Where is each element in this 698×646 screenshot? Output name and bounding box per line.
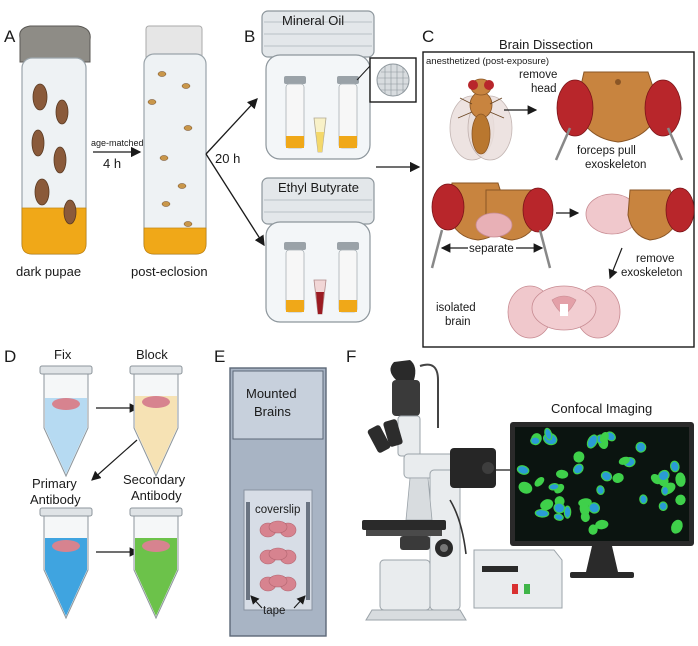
- fluorescent-cell: [544, 427, 553, 441]
- eclosion-label: post-eclosion: [131, 264, 208, 279]
- fluorescent-cell: [599, 432, 609, 443]
- fluorescent-cell: [556, 469, 569, 479]
- eclosion-tube: [143, 25, 207, 255]
- fluorescent-cell: [658, 501, 668, 511]
- panel-label-c: C: [422, 27, 434, 46]
- fluorescent-cell: [563, 505, 572, 519]
- fluorescent-cell: [580, 511, 590, 523]
- isolated-brain: [507, 285, 621, 339]
- fluorescent-cell: [518, 481, 533, 494]
- secondary-tube: [129, 507, 183, 620]
- block-to-primary-arrow: [91, 439, 138, 481]
- fluorescent-cell: [586, 434, 599, 449]
- mineral-oil-jar: [261, 10, 375, 160]
- fluorescent-cell: [671, 519, 683, 534]
- fluorescent-cell: [553, 513, 564, 521]
- primary-tube: [39, 507, 93, 620]
- tape-arrow-right: [293, 595, 306, 609]
- pupa: [53, 146, 67, 174]
- secondary-line1: Secondary: [123, 472, 186, 487]
- separate-label: separate: [469, 243, 514, 255]
- fluorescent-cell: [534, 508, 550, 518]
- controller-box: [449, 499, 563, 609]
- fluorescent-cell: [675, 472, 686, 487]
- remove-exo-line2: exoskeleton: [621, 267, 682, 279]
- fluorescent-cell: [657, 469, 670, 482]
- age-matched-label: age-matched: [91, 138, 144, 148]
- tape-arrow-left: [250, 595, 263, 609]
- panel-label-f: F: [346, 347, 356, 366]
- coverslip-label: coverslip: [255, 504, 300, 516]
- fly-head: [554, 71, 684, 161]
- fluorescent-cell: [553, 502, 566, 514]
- isolated-line2: brain: [445, 316, 471, 328]
- pupa: [34, 178, 50, 206]
- anesthetized-label: anesthetized (post-exposure): [426, 56, 549, 67]
- separated-head: [430, 182, 554, 269]
- forceps-line1: forceps pull: [577, 145, 636, 157]
- slide: [229, 367, 327, 637]
- panel-label-d: D: [4, 347, 16, 366]
- pupa: [31, 129, 45, 157]
- fluorescent-cell: [675, 494, 686, 506]
- twenty-hour-label: 20 h: [215, 151, 240, 166]
- fluorescent-cell: [618, 456, 630, 465]
- fluorescent-cell: [612, 473, 624, 483]
- panel-label-e: E: [214, 347, 225, 366]
- fluorescent-cell: [573, 451, 585, 463]
- fluorescent-cell: [588, 502, 600, 514]
- mesh-callout: [356, 57, 417, 103]
- four-hour-label: 4 h: [103, 156, 121, 171]
- fluorescent-cell: [596, 485, 605, 495]
- panel-label-a: A: [4, 27, 16, 46]
- fluorescent-cell: [572, 463, 584, 475]
- fluorescent-cell: [548, 483, 560, 491]
- fluorescent-cell: [639, 494, 648, 505]
- pupa: [32, 83, 48, 111]
- mounted-line1: Mounted: [246, 386, 297, 401]
- isolated-line1: isolated: [436, 302, 476, 314]
- arrow-to-isolated: [608, 247, 623, 280]
- anesthetized-fly: [449, 78, 513, 161]
- arrow-to-mineral-oil: [205, 98, 258, 155]
- primary-line1: Primary: [32, 476, 77, 491]
- block-tube: [129, 365, 183, 478]
- confocal-title: Confocal Imaging: [551, 401, 652, 416]
- fluorescent-cell: [669, 460, 680, 473]
- dissection-title: Brain Dissection: [499, 37, 593, 52]
- primary-line2: Antibody: [30, 492, 81, 507]
- fluorescent-cell: [540, 499, 554, 511]
- fluorescent-cell: [534, 476, 545, 487]
- fluorescent-cell: [595, 519, 609, 530]
- arrow-to-ethyl-butyrate: [205, 153, 265, 247]
- cell-field: [516, 427, 686, 535]
- forceps-line2: exoskeleton: [585, 159, 646, 171]
- secondary-line2: Antibody: [131, 488, 182, 503]
- mounted-line2: Brains: [254, 404, 291, 419]
- fix-tube: [39, 365, 93, 478]
- fluorescent-cell: [516, 465, 530, 475]
- panel-label-b: B: [244, 27, 255, 46]
- pupa: [55, 99, 69, 125]
- mineral-oil-label: Mineral Oil: [282, 13, 344, 28]
- ethyl-butyrate-jar: [261, 177, 375, 323]
- fluorescent-cell: [530, 436, 541, 446]
- pupae-tube: [19, 25, 91, 255]
- fluorescent-cell: [661, 485, 670, 496]
- tape-label: tape: [263, 605, 285, 617]
- remove-head-line1: remove: [519, 69, 557, 81]
- fluorescent-cell: [600, 470, 613, 482]
- fluorescent-cell: [635, 441, 647, 453]
- fluorescent-cell: [588, 524, 598, 535]
- pupa: [63, 199, 77, 225]
- partial-brain: [585, 187, 695, 241]
- remove-exo-line1: remove: [636, 253, 674, 265]
- ethyl-butyrate-label: Ethyl Butyrate: [278, 180, 359, 195]
- remove-head-line2: head: [531, 83, 557, 95]
- block-label: Block: [136, 347, 168, 362]
- pupae-label: dark pupae: [16, 264, 81, 279]
- fix-label: Fix: [54, 347, 72, 362]
